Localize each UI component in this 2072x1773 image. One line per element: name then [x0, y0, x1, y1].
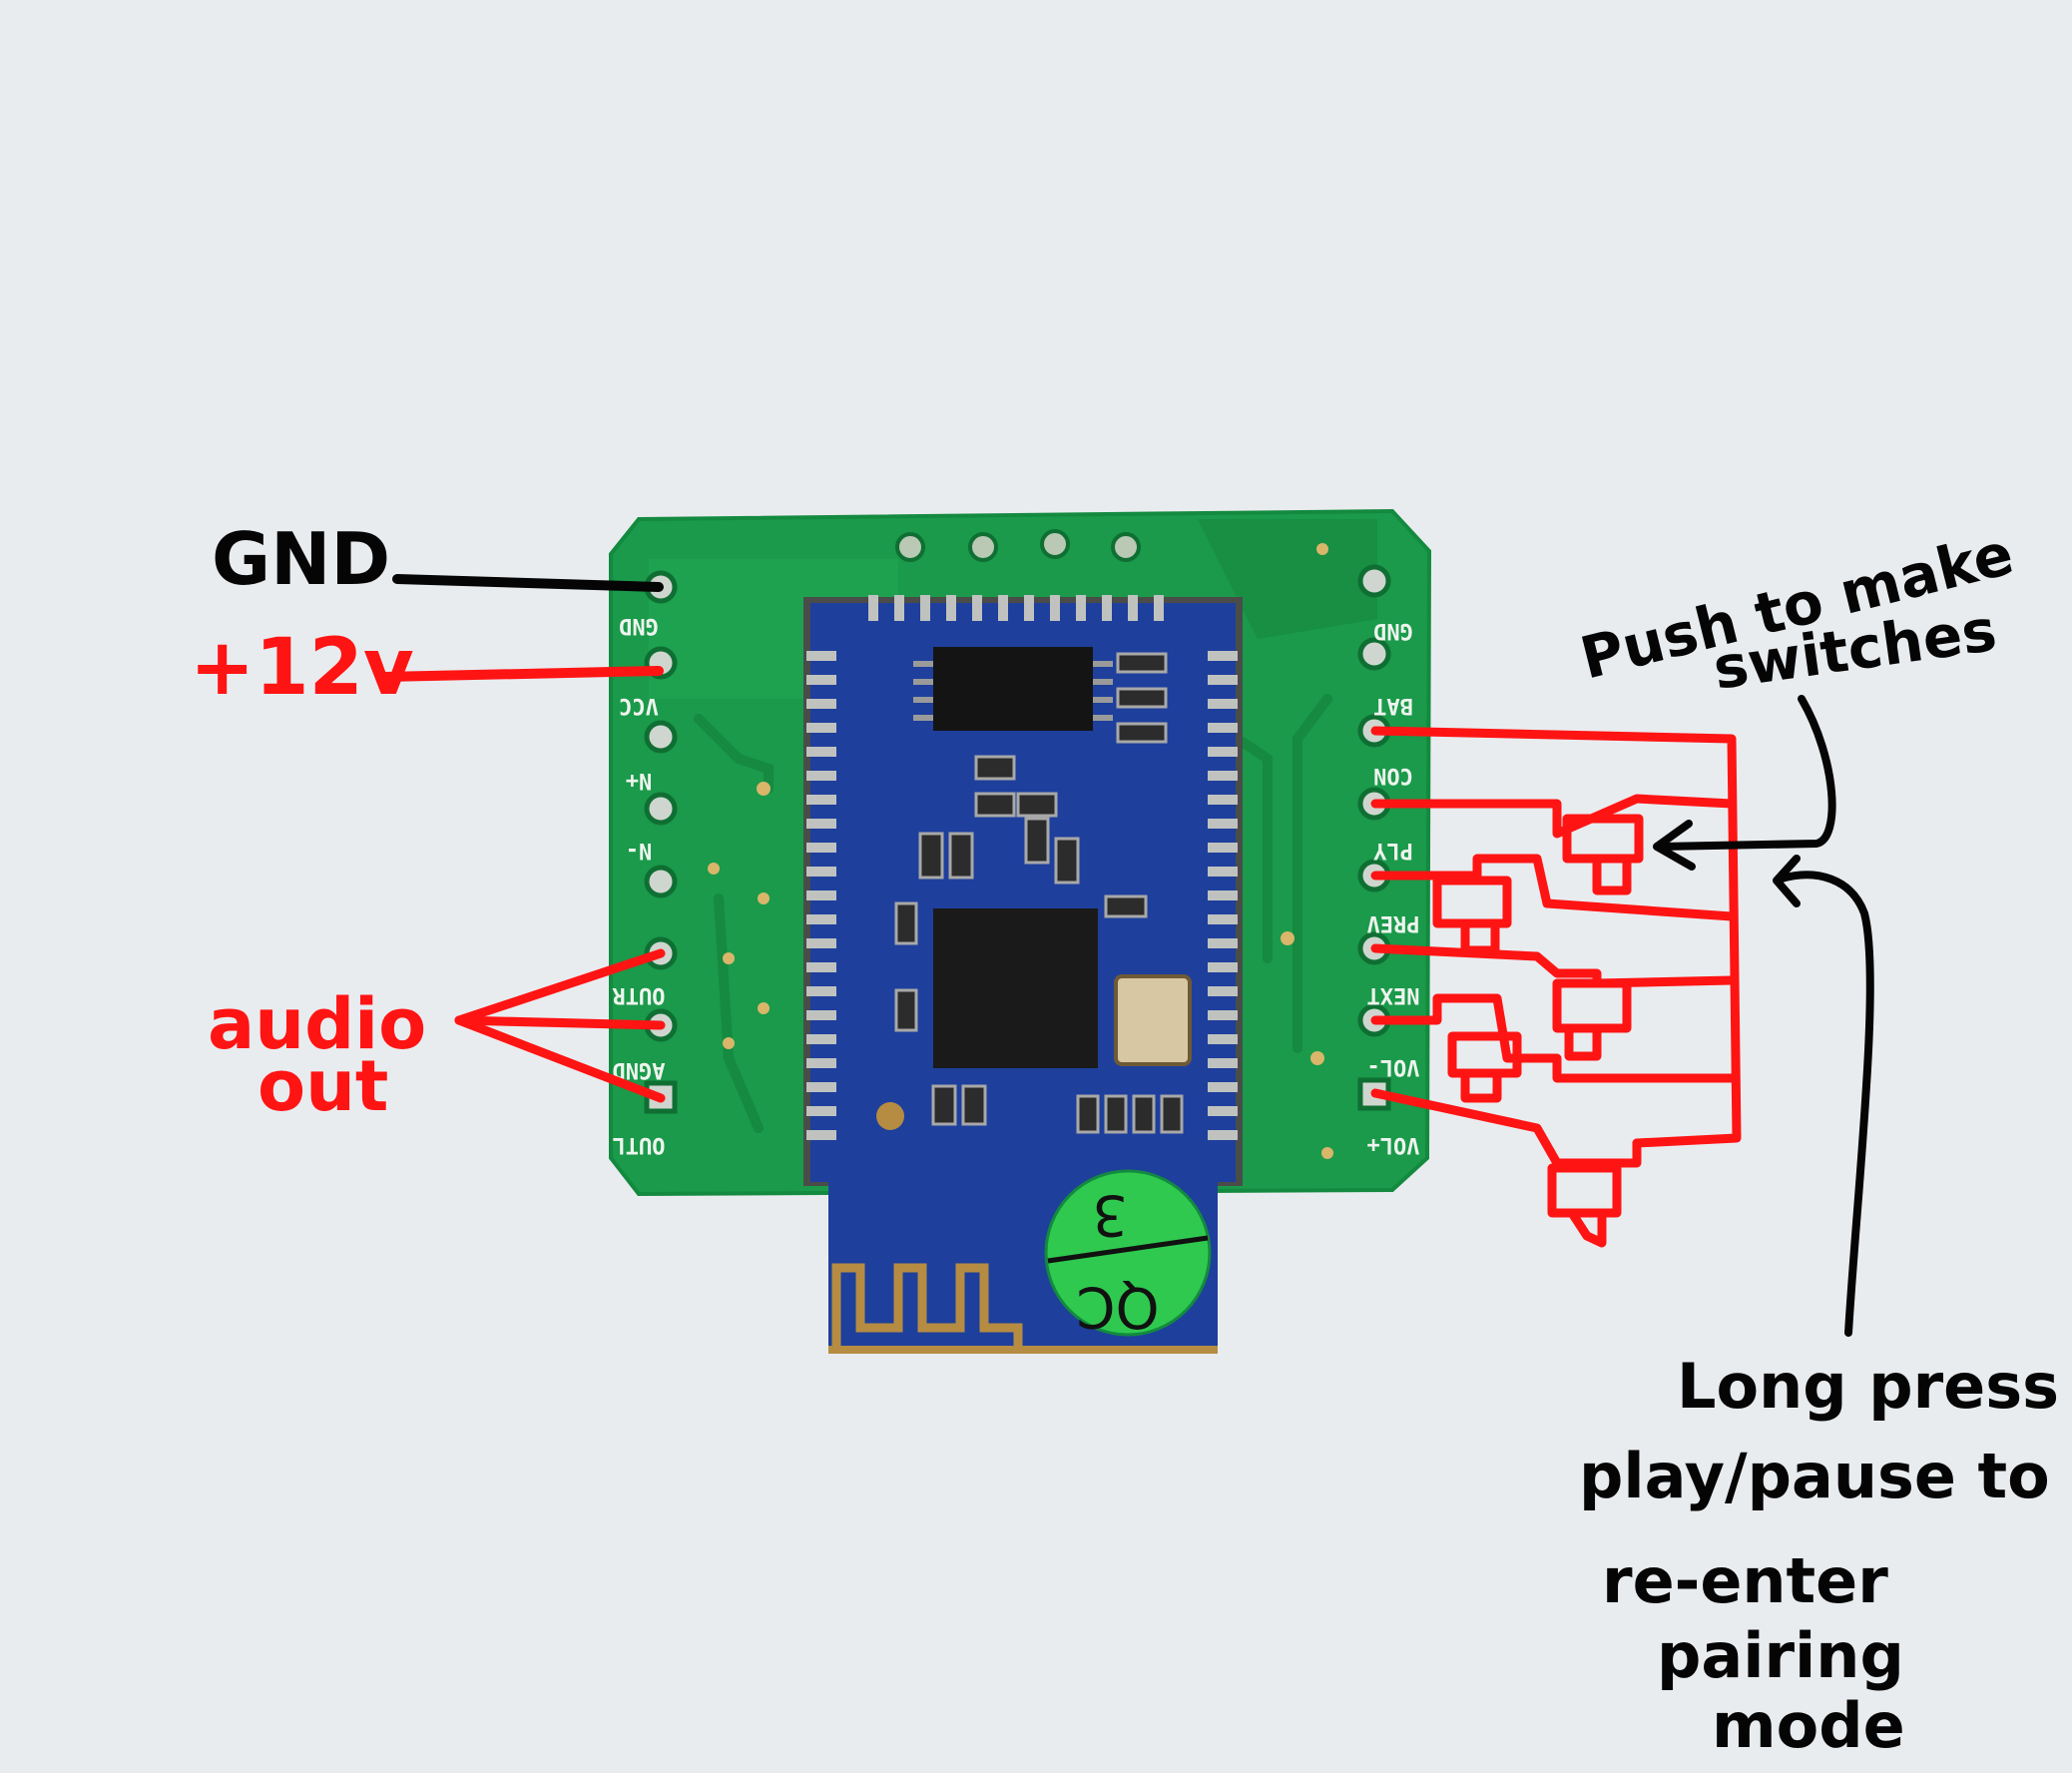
right-pin-labels: GND BAT CON PLY PREV NEXT VOL- VOL+	[1367, 618, 1420, 1157]
audio-wires	[454, 948, 666, 1103]
audio-label-line2: out	[258, 1045, 388, 1127]
long-press-annotation: Long press play/pause to re-enter pairin…	[1579, 855, 2059, 1762]
pin-label-agnd: AGND	[613, 1057, 666, 1082]
v12-wire	[379, 666, 664, 682]
gnd-annotation: GND	[212, 517, 664, 601]
long-press-line5: mode	[1712, 1689, 1905, 1762]
pin-label-gnd-right: GND	[1373, 618, 1413, 643]
pin-label-vol-minus: VOL-	[1367, 1054, 1420, 1079]
switch-wiring	[1370, 726, 1742, 1248]
pin-label-vcc: VCC	[619, 693, 659, 718]
pin-label-prev: PREV	[1367, 910, 1420, 935]
pin-label-outr: OUTR	[612, 982, 666, 1007]
qc-sticker: 3 QC	[1044, 1169, 1212, 1339]
push-arrowhead	[1653, 820, 1696, 871]
pin-label-bat: BAT	[1373, 693, 1413, 718]
pin-label-outl: OUTL	[613, 1132, 666, 1157]
qc-sticker-number: 3	[1092, 1182, 1128, 1247]
left-pin-labels: GND VCC N+ N- OUTR AGND OUTL	[612, 613, 666, 1157]
bluetooth-module	[803, 595, 1243, 1354]
long-press-line2: play/pause to	[1579, 1440, 2050, 1512]
pin-label-n-minus: N-	[626, 838, 653, 863]
audio-label-line1: audio	[208, 983, 426, 1065]
pin-label-n-plus: N+	[626, 768, 653, 793]
long-press-arrowhead	[1773, 855, 1801, 907]
v12-label: +12v	[190, 623, 414, 713]
push-arrow	[1658, 695, 1836, 851]
pin-label-next: NEXT	[1367, 982, 1420, 1007]
qc-sticker-text: QC	[1076, 1274, 1159, 1339]
pin-label-con: CON	[1373, 763, 1413, 788]
v12-annotation: +12v	[190, 623, 664, 713]
long-press-line4: pairing	[1657, 1619, 1904, 1692]
long-press-line3: re-enter	[1602, 1544, 1888, 1617]
long-press-arrow	[1778, 871, 1874, 1337]
pin-label-ply: PLY	[1372, 838, 1412, 863]
long-press-line1: Long press	[1677, 1350, 2059, 1423]
pin-label-vol-plus: VOL+	[1367, 1132, 1420, 1157]
gnd-wire	[392, 574, 664, 592]
audio-out-annotation: audio out	[208, 948, 666, 1127]
gnd-label: GND	[212, 517, 390, 601]
push-to-make-annotation: Push to make switches	[1574, 519, 2020, 871]
pin-label-gnd-left: GND	[619, 613, 659, 638]
